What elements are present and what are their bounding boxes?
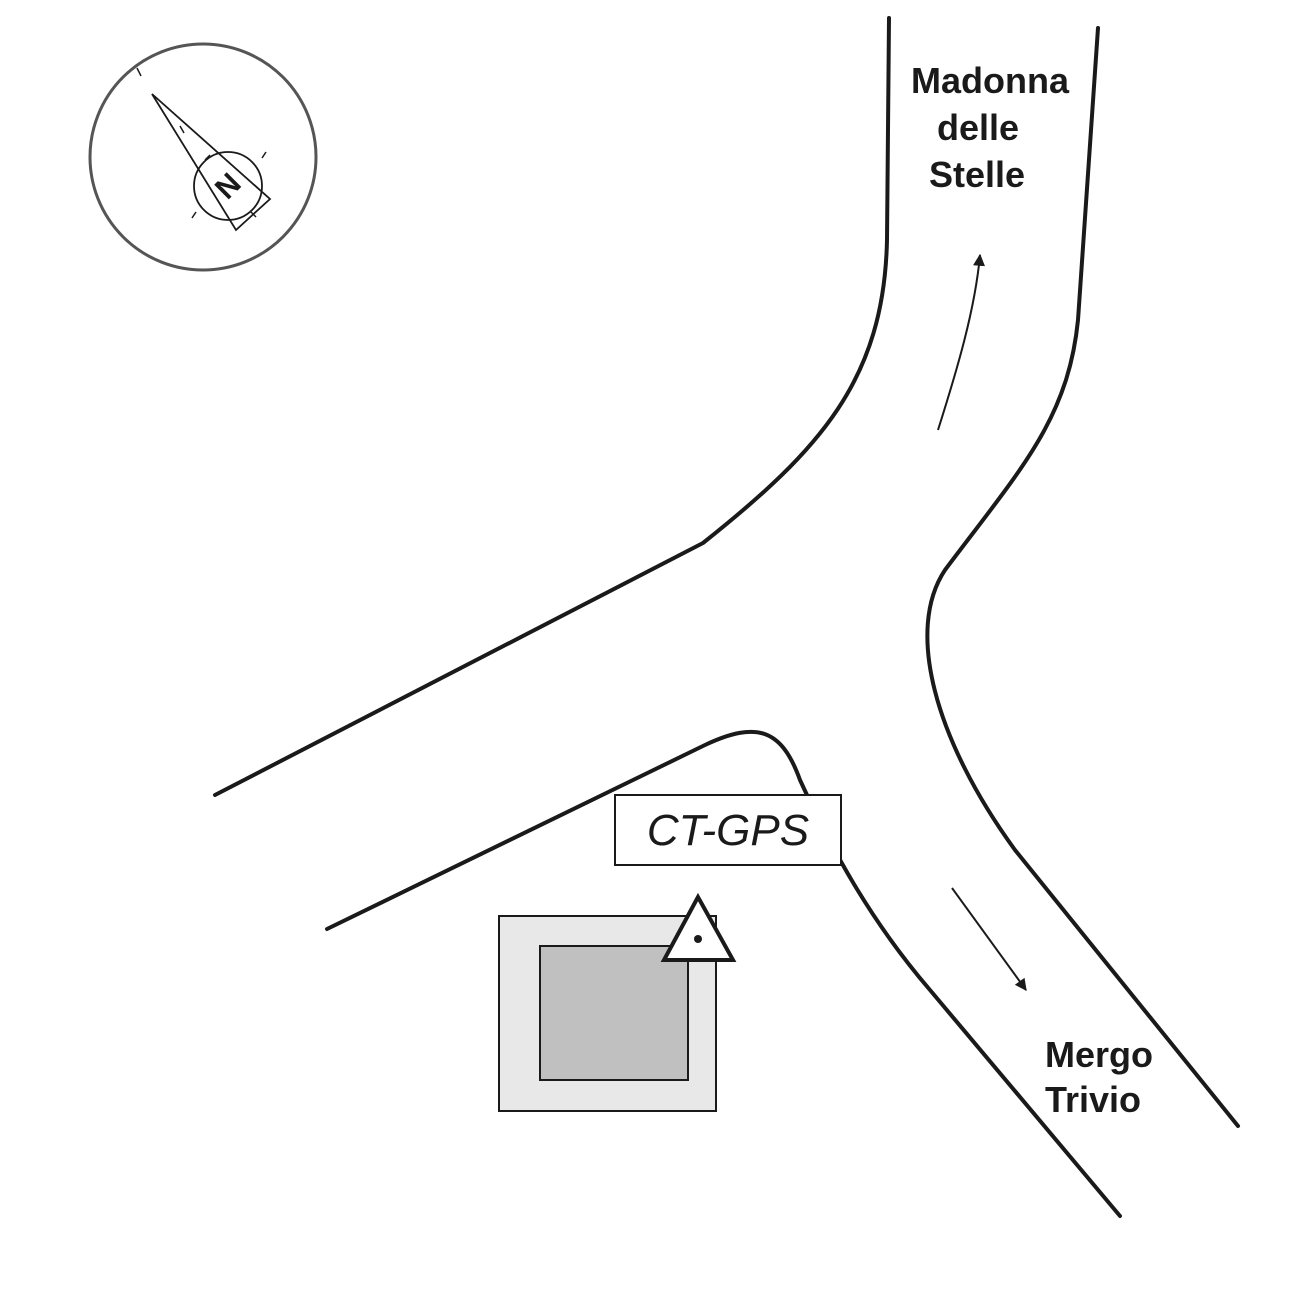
compass-rose: N — [88, 42, 318, 272]
destination-south-line-2: Trivio — [1045, 1079, 1141, 1120]
destination-south-line-1: Mergo — [1045, 1034, 1153, 1075]
roads — [213, 16, 1240, 1218]
compass-axis-dash — [179, 125, 185, 134]
destination-south: Mergo Trivio — [1045, 1034, 1153, 1120]
direction-arrow-north — [937, 253, 985, 431]
road-edge-southwest — [325, 729, 1122, 1218]
road-edge-northeast — [925, 26, 1240, 1128]
compass-center-circle — [193, 151, 263, 221]
station-label-frame — [614, 794, 842, 866]
destination-north-line-3: Stelle — [929, 154, 1025, 195]
destination-north-line-1: Madonna — [911, 60, 1070, 101]
road-edge-northwest — [213, 16, 891, 797]
destination-north-line-2: delle — [937, 107, 1019, 148]
station-label-box: CT-GPS — [614, 794, 842, 866]
destination-north: Madonna delle Stelle — [911, 60, 1070, 195]
station-triangle-icon — [660, 892, 737, 962]
station-label: CT-GPS — [647, 806, 809, 855]
station-point — [694, 935, 702, 943]
compass-ticks — [191, 151, 267, 219]
compass-ring — [88, 42, 318, 272]
compass-axis-dash — [136, 67, 142, 77]
building-inner — [539, 945, 689, 1081]
direction-arrow-south — [951, 887, 1027, 991]
station-marker — [660, 892, 737, 962]
